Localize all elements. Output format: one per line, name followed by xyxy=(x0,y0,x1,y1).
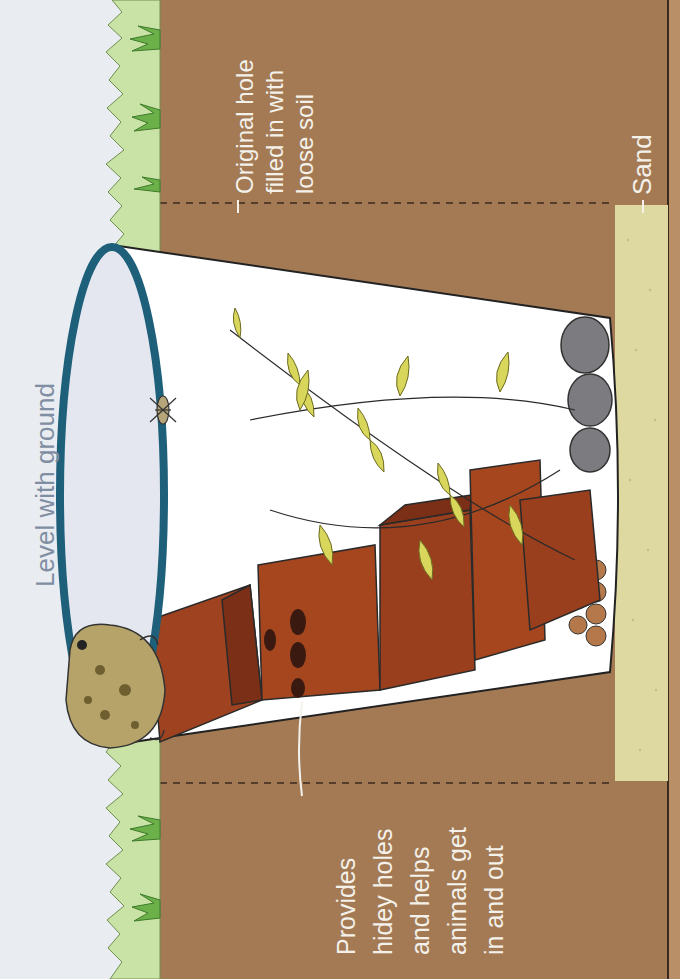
soil-label: Original hole filled in with loose soil xyxy=(230,18,320,194)
sand-label: Sand xyxy=(627,115,657,195)
bricks xyxy=(150,460,600,742)
ground-note: Level with ground xyxy=(30,383,60,587)
sand-grains xyxy=(627,239,657,751)
brick-label: Provides hidey holes and helps animals g… xyxy=(328,805,513,955)
pond-liner xyxy=(112,245,618,745)
brick-holes xyxy=(264,609,306,698)
sand-layer xyxy=(615,205,668,781)
leader-lines xyxy=(238,200,643,796)
hole-edge xyxy=(160,202,615,204)
plant-leaves xyxy=(233,308,522,580)
hole-edge xyxy=(160,782,615,784)
toad xyxy=(66,624,165,748)
soil-edge xyxy=(668,0,680,979)
stones xyxy=(561,317,612,472)
insect xyxy=(150,396,176,424)
plant-stems xyxy=(230,330,575,560)
